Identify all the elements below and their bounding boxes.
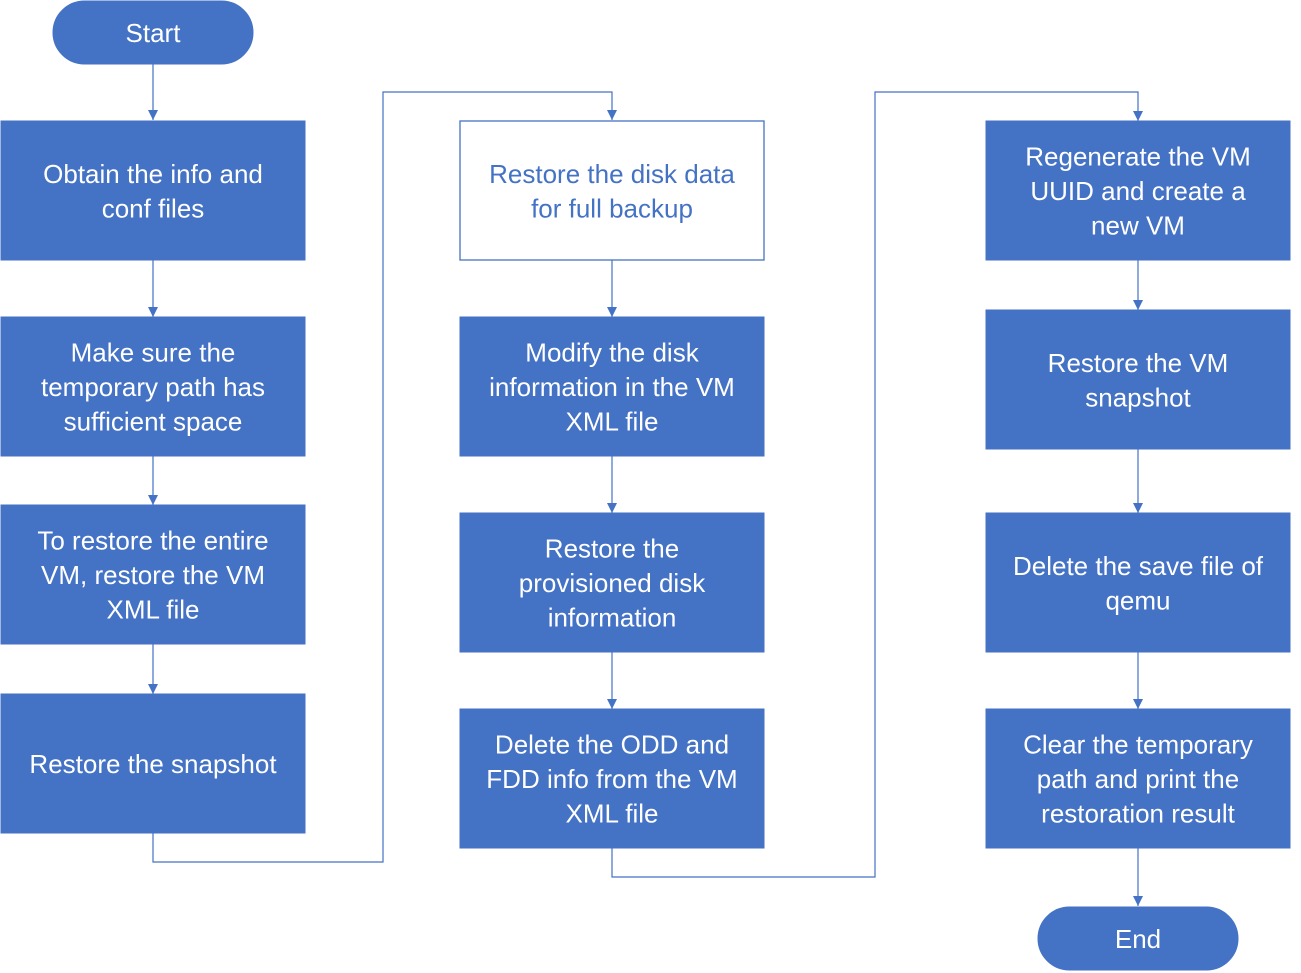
box-shape-snapshot bbox=[0, 693, 306, 834]
box-label-xml-line-3: XML file bbox=[107, 595, 200, 625]
arrow-odd-to-uuid bbox=[611, 91, 1143, 878]
terminator-label-end: End bbox=[1115, 924, 1161, 954]
box-label-disk-line-1: Restore the disk data bbox=[489, 159, 735, 189]
process-box-clear: Clear the temporary path and print the res… bbox=[985, 708, 1291, 849]
process-box-qemu: Delete the save file of qemu bbox=[985, 512, 1291, 653]
box-shape-qemu bbox=[985, 512, 1291, 653]
box-label-space-line-3: sufficient space bbox=[64, 407, 243, 437]
arrow-snapshot-to-disk bbox=[152, 91, 617, 863]
box-shape-obtain bbox=[0, 120, 306, 261]
process-box-vmsnap: Restore the VM snapshot bbox=[985, 309, 1291, 450]
box-label-space-line-2: temporary path has bbox=[41, 372, 265, 402]
terminator-shape-end bbox=[1037, 906, 1239, 971]
box-shape-odd bbox=[459, 708, 765, 849]
box-label-uuid-line-1: Regenerate the VM bbox=[1025, 142, 1250, 172]
box-label-xml-line-2: VM, restore the VM bbox=[41, 560, 265, 590]
process-box-disk: Restore the disk data for full backup bbox=[459, 120, 765, 261]
process-box-modify: Modify the disk information in the VM XML … bbox=[459, 316, 765, 457]
process-box-obtain: Obtain the info and conf files bbox=[0, 120, 306, 261]
box-label-clear-line-1: Clear the temporary bbox=[1023, 730, 1253, 760]
box-label-disk-line-2: for full backup bbox=[531, 193, 693, 223]
box-shape-vmsnap bbox=[985, 309, 1291, 450]
process-box-uuid: Regenerate the VM UUID and create a new VM bbox=[985, 120, 1291, 261]
box-shape-provisioned bbox=[459, 512, 765, 653]
box-shape-uuid bbox=[985, 120, 1291, 261]
box-label-snapshot-line-1: Restore the snapshot bbox=[29, 749, 277, 779]
box-label-space-line-1: Make sure the bbox=[71, 338, 236, 368]
box-label-obtain-line-1: Obtain the info and bbox=[43, 159, 263, 189]
box-label-odd-line-1: Delete the ODD and bbox=[495, 730, 729, 760]
box-label-uuid-line-2: UUID and create a bbox=[1030, 176, 1246, 206]
process-box-provisioned: Restore the provisioned disk information bbox=[459, 512, 765, 653]
box-label-qemu-line-1: Delete the save file of bbox=[1013, 551, 1264, 581]
box-label-odd-line-3: XML file bbox=[566, 799, 659, 829]
box-label-modify-line-3: XML file bbox=[566, 407, 659, 437]
box-label-vmsnap-line-2: snapshot bbox=[1085, 382, 1191, 412]
box-label-uuid-line-3: new VM bbox=[1091, 211, 1185, 241]
box-shape-space bbox=[0, 316, 306, 457]
box-shape-clear bbox=[985, 708, 1291, 849]
terminator-shape-start bbox=[52, 0, 254, 65]
terminator-start: Start bbox=[52, 0, 254, 65]
process-box-snapshot: Restore the snapshot bbox=[0, 693, 306, 834]
box-label-provisioned-line-2: provisioned disk bbox=[519, 568, 706, 598]
box-label-provisioned-line-1: Restore the bbox=[545, 534, 679, 564]
box-label-xml-line-1: To restore the entire bbox=[37, 526, 268, 556]
terminator-end: End bbox=[1037, 906, 1239, 971]
box-label-clear-line-2: path and print the bbox=[1037, 764, 1239, 794]
box-shape-modify bbox=[459, 316, 765, 457]
box-label-obtain-line-2: conf files bbox=[102, 193, 205, 223]
box-shape-xml bbox=[0, 504, 306, 645]
terminator-label-start: Start bbox=[126, 18, 182, 48]
box-shape-disk bbox=[459, 120, 765, 261]
box-label-modify-line-2: information in the VM bbox=[489, 372, 735, 402]
box-label-odd-line-2: FDD info from the VM bbox=[486, 764, 737, 794]
box-label-provisioned-line-3: information bbox=[548, 603, 677, 633]
connectors bbox=[148, 64, 1143, 906]
process-box-space: Make sure the temporary path has sufficien… bbox=[0, 316, 306, 457]
box-label-qemu-line-2: qemu bbox=[1105, 585, 1170, 615]
box-label-modify-line-1: Modify the disk bbox=[525, 338, 699, 368]
box-label-vmsnap-line-1: Restore the VM bbox=[1048, 348, 1229, 378]
box-label-clear-line-3: restoration result bbox=[1041, 799, 1235, 829]
